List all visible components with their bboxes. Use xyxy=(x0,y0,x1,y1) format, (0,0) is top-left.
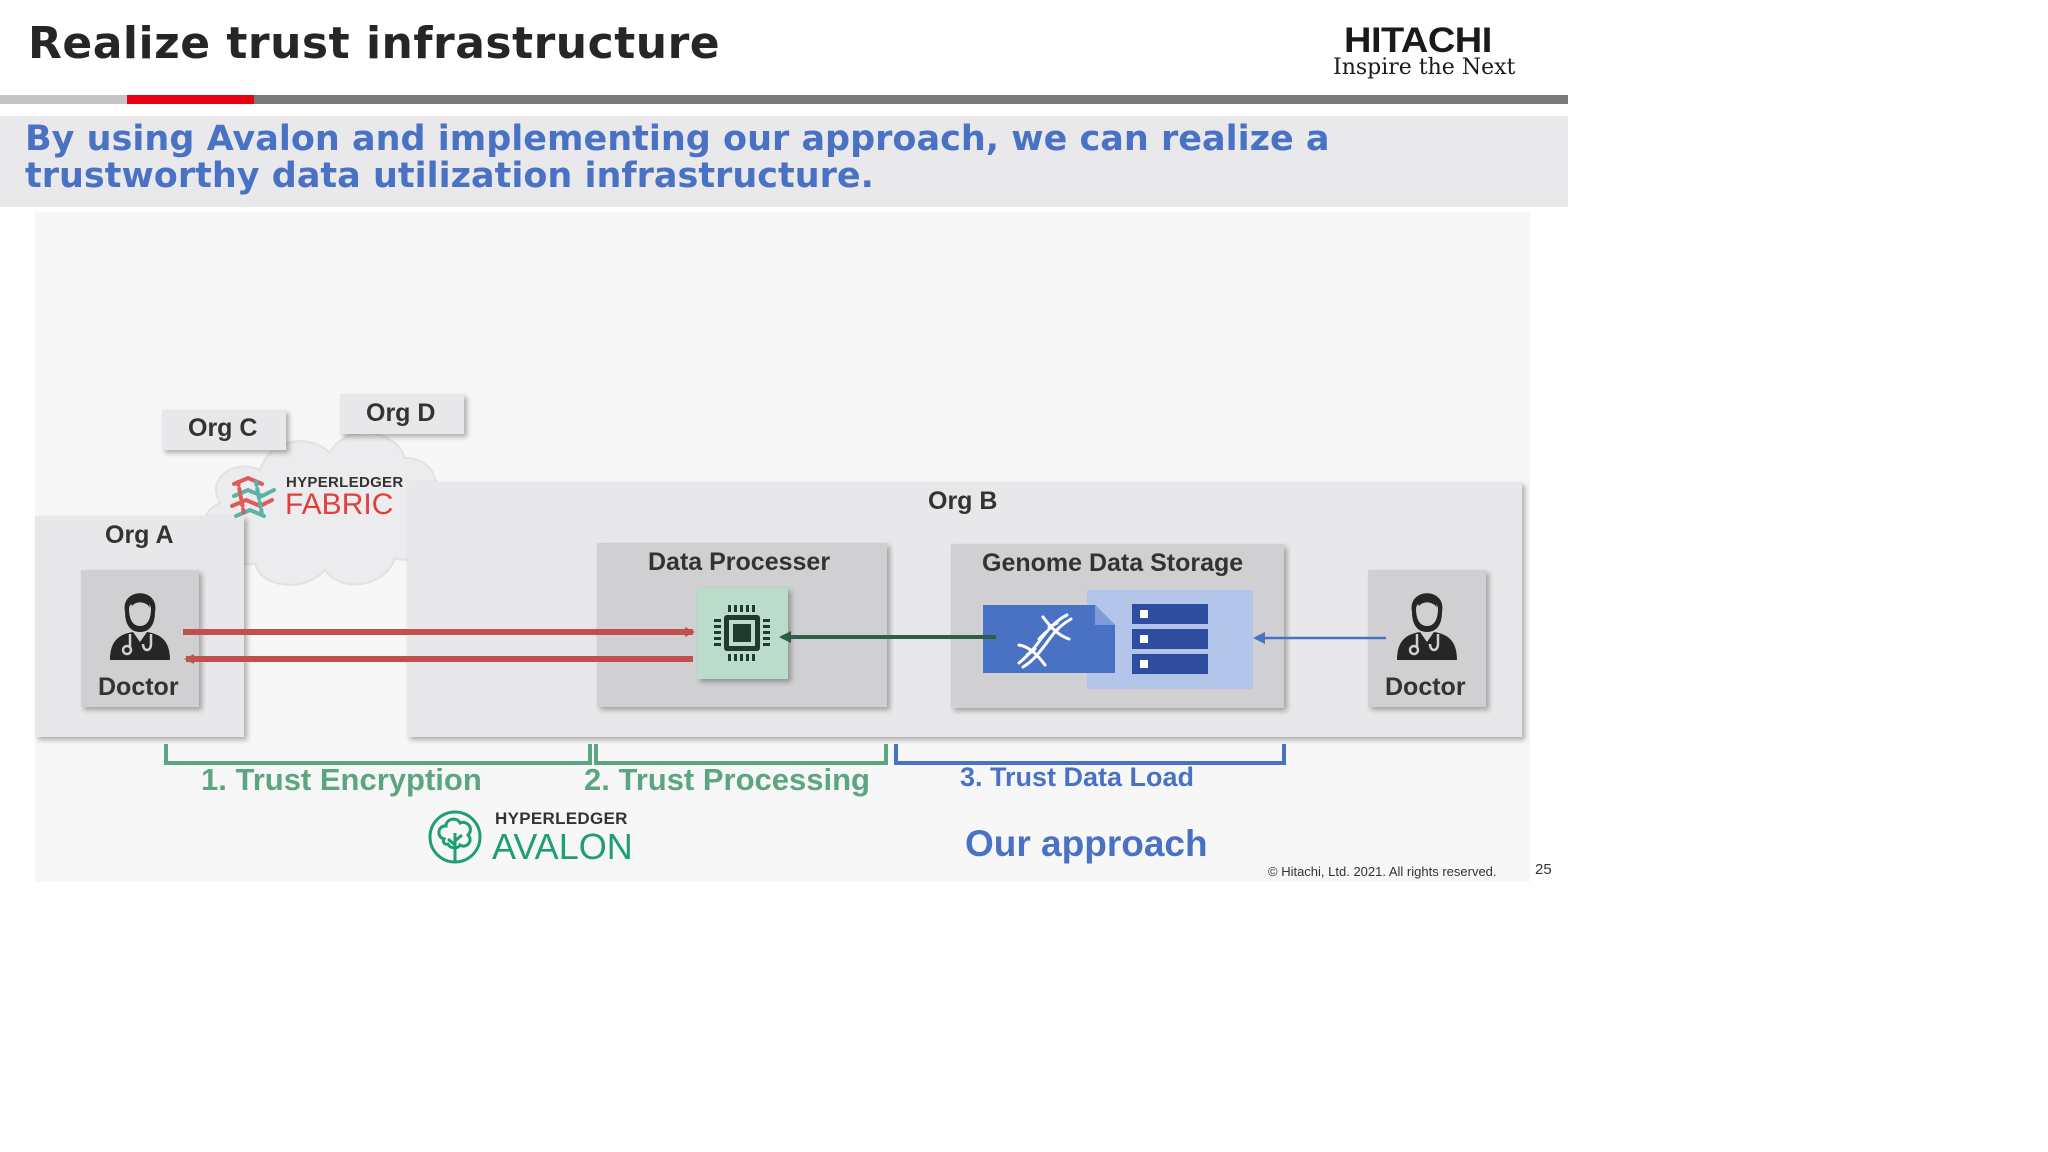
subtitle: By using Avalon and implementing our app… xyxy=(25,119,1330,196)
org-d-tag xyxy=(340,394,464,434)
org-d-label: Org D xyxy=(366,399,436,427)
avalon-logo-top: HYPERLEDGER xyxy=(495,809,628,828)
cpu-chip-icon xyxy=(714,605,770,661)
org-c-label: Org C xyxy=(188,414,258,442)
avalon-logo-bottom: AVALON xyxy=(492,826,633,867)
step-1-label: 1. Trust Encryption xyxy=(201,762,482,797)
doctor-a-card xyxy=(81,570,199,707)
page-number: 25 xyxy=(1535,861,1552,878)
org-c-tag xyxy=(162,410,286,450)
avalon-logo-icon xyxy=(428,810,482,864)
doctor-icon xyxy=(1397,593,1457,660)
bracket-encryption xyxy=(164,744,592,765)
doctor-b-label: Doctor xyxy=(1385,673,1466,701)
database-server-icon xyxy=(1132,604,1208,674)
doctor-a-label: Doctor xyxy=(98,673,179,701)
fabric-logo-icon xyxy=(230,475,276,518)
step-2-label: 2. Trust Processing xyxy=(584,762,870,797)
step-brackets xyxy=(164,744,1286,765)
header-rule-left xyxy=(0,95,127,104)
page-title: Realize trust infrastructure xyxy=(28,18,721,69)
cloud-shape xyxy=(203,431,438,586)
fabric-logo-top: HYPERLEDGER xyxy=(286,474,404,491)
org-a-label: Org A xyxy=(105,521,174,549)
org-b-label: Org B xyxy=(928,487,998,515)
bracket-data-load xyxy=(894,744,1286,765)
header-rule xyxy=(0,95,1568,104)
copyright: © Hitachi, Ltd. 2021. All rights reserve… xyxy=(1268,864,1497,879)
bracket-processing xyxy=(594,744,888,765)
doctor-icon xyxy=(110,593,170,660)
hitachi-logo: HITACHI xyxy=(1344,21,1492,61)
flow-arrows xyxy=(183,627,1386,664)
data-processor-label: Data Processer xyxy=(648,548,831,576)
dna-file-icon xyxy=(983,605,1115,673)
doctor-b-card xyxy=(1368,570,1486,707)
our-approach-label: Our approach xyxy=(965,823,1208,864)
logo-tagline: Inspire the Next xyxy=(1333,55,1516,80)
genome-storage-label: Genome Data Storage xyxy=(982,549,1244,577)
fabric-logo-bottom: FABRIC xyxy=(285,488,394,521)
subtitle-band xyxy=(0,116,1568,207)
step-3-label: 3. Trust Data Load xyxy=(960,762,1195,792)
header-rule-accent xyxy=(127,95,254,104)
